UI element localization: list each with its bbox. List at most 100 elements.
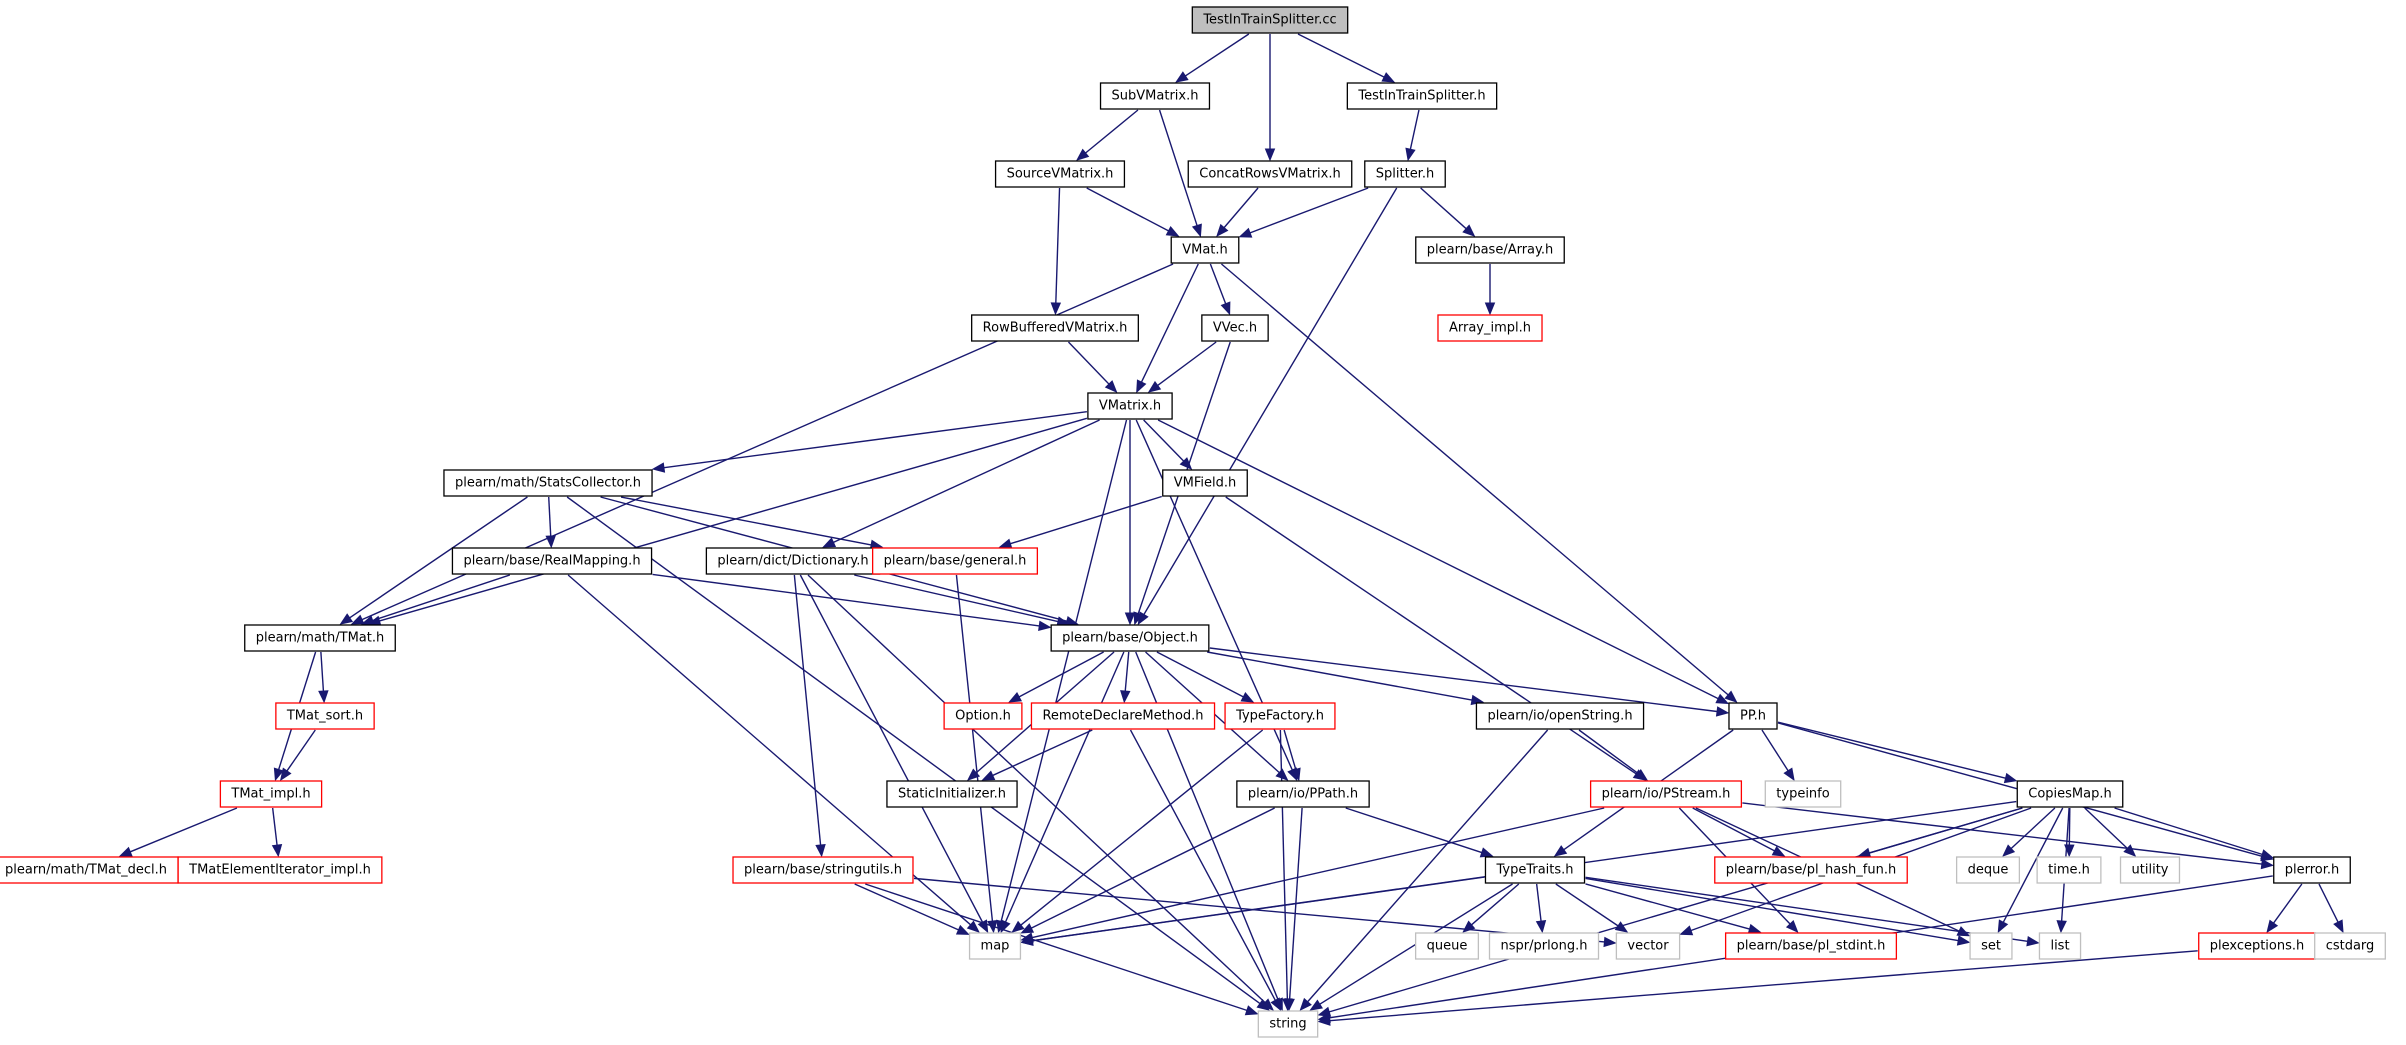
node-label: plearn/base/pl_hash_fun.h — [1726, 863, 1896, 878]
node-typeinfo[interactable]: typeinfo — [1764, 780, 1842, 808]
node-realmap[interactable]: plearn/base/RealMapping.h — [451, 547, 653, 575]
node-tmatimpl[interactable]: TMat_impl.h — [219, 780, 323, 808]
edge-line — [1031, 807, 1275, 929]
edge-typetraits-to-set — [1585, 877, 1971, 946]
edge-line — [992, 729, 1093, 777]
node-map[interactable]: map — [968, 932, 1022, 960]
node-general[interactable]: plearn/base/general.h — [871, 547, 1039, 575]
edge-pstream-to-plerror — [1742, 802, 2275, 870]
edge-line — [320, 651, 325, 692]
node-label: plearn/base/Array.h — [1427, 243, 1553, 258]
node-queue[interactable]: queue — [1414, 932, 1480, 960]
edge-object-to-openstring — [1207, 651, 1485, 706]
edge-line — [1742, 802, 2262, 865]
node-typetraits[interactable]: TypeTraits.h — [1484, 856, 1586, 884]
node-arrayimpl[interactable]: Array_impl.h — [1437, 314, 1543, 342]
node-stdint[interactable]: plearn/base/pl_stdint.h — [1724, 932, 1898, 960]
edge-line — [1018, 651, 1104, 698]
arrowhead-icon — [651, 462, 666, 473]
node-staticinit[interactable]: StaticInitializer.h — [886, 780, 1018, 808]
edge-stringutils-to-vector — [913, 877, 1617, 948]
edge-rowbuf-to-vmatrix — [1067, 341, 1118, 393]
node-vmfield[interactable]: VMField.h — [1162, 469, 1248, 497]
node-box — [1162, 469, 1248, 497]
node-splitter[interactable]: Splitter.h — [1364, 160, 1446, 188]
edge-line — [1761, 729, 1789, 772]
node-label: SubVMatrix.h — [1112, 89, 1199, 104]
node-plexceptions[interactable]: plexceptions.h — [2198, 932, 2316, 960]
arrowhead-icon — [1715, 706, 1730, 717]
arrowhead-icon — [981, 770, 996, 781]
node-box — [1364, 160, 1446, 188]
edge-line — [1004, 651, 1125, 923]
arrowhead-icon — [1603, 936, 1617, 948]
node-openstring[interactable]: plearn/io/openString.h — [1475, 702, 1645, 730]
node-stats[interactable]: plearn/math/StatsCollector.h — [443, 469, 653, 497]
node-tmatdecl[interactable]: plearn/math/TMat_decl.h — [0, 856, 179, 884]
node-label: list — [2050, 939, 2069, 954]
node-box — [177, 856, 383, 884]
node-plerror[interactable]: plerror.h — [2273, 856, 2351, 884]
node-box — [1087, 392, 1173, 420]
node-deque[interactable]: deque — [1955, 856, 2021, 884]
node-box — [1099, 82, 1211, 110]
node-box — [968, 932, 1022, 960]
node-pstream[interactable]: plearn/io/PStream.h — [1589, 780, 1743, 808]
edge-stringutils-to-string — [865, 883, 1259, 1016]
node-copiesmap[interactable]: CopiesMap.h — [2016, 780, 2124, 808]
node-object[interactable]: plearn/base/Object.h — [1050, 624, 1210, 652]
node-tmat[interactable]: plearn/math/TMat.h — [244, 624, 396, 652]
node-utility[interactable]: utility — [2119, 856, 2181, 884]
node-dict[interactable]: plearn/dict/Dictionary.h — [705, 547, 881, 575]
node-tmatsort[interactable]: TMat_sort.h — [275, 702, 375, 730]
node-vvec[interactable]: VVec.h — [1201, 314, 1269, 342]
node-label: Array_impl.h — [1449, 321, 1531, 336]
edge-line — [1085, 109, 1139, 154]
node-root[interactable]: TestInTrainSplitter.cc — [1191, 6, 1349, 34]
node-sourcev[interactable]: SourceVMatrix.h — [994, 160, 1126, 188]
node-pp[interactable]: PP.h — [1728, 702, 1778, 730]
node-tmateli[interactable]: TMatElementIterator_impl.h — [177, 856, 383, 884]
node-label: queue — [1427, 939, 1468, 954]
node-string[interactable]: string — [1257, 1010, 1319, 1038]
node-typefactory[interactable]: TypeFactory.h — [1224, 702, 1336, 730]
node-hashfun[interactable]: plearn/base/pl_hash_fun.h — [1714, 856, 1908, 884]
node-stringutils[interactable]: plearn/base/stringutils.h — [732, 856, 914, 884]
edge-vmatrix-to-stats — [651, 411, 1087, 473]
node-subv[interactable]: SubVMatrix.h — [1099, 82, 1211, 110]
node-array[interactable]: plearn/base/Array.h — [1415, 236, 1565, 264]
node-list[interactable]: list — [2038, 932, 2082, 960]
node-concat[interactable]: ConcatRowsVMatrix.h — [1187, 160, 1353, 188]
node-remote[interactable]: RemoteDeclareMethod.h — [1030, 702, 1216, 730]
node-tits[interactable]: TestInTrainSplitter.h — [1346, 82, 1498, 110]
arrowhead-icon — [2333, 919, 2344, 934]
node-box — [1030, 702, 1216, 730]
node-prlong[interactable]: nspr/prlong.h — [1488, 932, 1600, 960]
node-set[interactable]: set — [1969, 932, 2013, 960]
node-label: TypeFactory.h — [1235, 709, 1324, 724]
node-ppath[interactable]: plearn/io/PPath.h — [1236, 780, 1370, 808]
edge-line — [566, 496, 1261, 1005]
node-option[interactable]: Option.h — [943, 702, 1023, 730]
edge-line — [1345, 807, 1483, 854]
arrowhead-icon — [1165, 226, 1180, 237]
edge-line — [1585, 877, 1959, 942]
arrowhead-icon — [1038, 620, 1052, 632]
node-label: plexceptions.h — [2210, 939, 2305, 954]
node-rowbuf[interactable]: RowBufferedVMatrix.h — [971, 314, 1139, 342]
edge-line — [2010, 807, 2056, 850]
node-cstdarg[interactable]: cstdarg — [2314, 932, 2386, 960]
node-vector[interactable]: vector — [1615, 932, 1681, 960]
edge-line — [833, 419, 1100, 544]
node-box — [2036, 856, 2102, 884]
edge-vmat-to-vvec — [1209, 263, 1231, 316]
node-vmat[interactable]: VMat.h — [1170, 236, 1240, 264]
edge-stats-to-realmap — [545, 496, 556, 549]
node-label: plearn/base/Object.h — [1062, 631, 1198, 646]
node-timeh[interactable]: time.h — [2036, 856, 2102, 884]
node-box — [1955, 856, 2021, 884]
edge-copiesmap-to-deque — [2002, 807, 2056, 857]
node-box — [1346, 82, 1498, 110]
node-vmatrix[interactable]: VMatrix.h — [1087, 392, 1173, 420]
node-box — [1724, 932, 1898, 960]
